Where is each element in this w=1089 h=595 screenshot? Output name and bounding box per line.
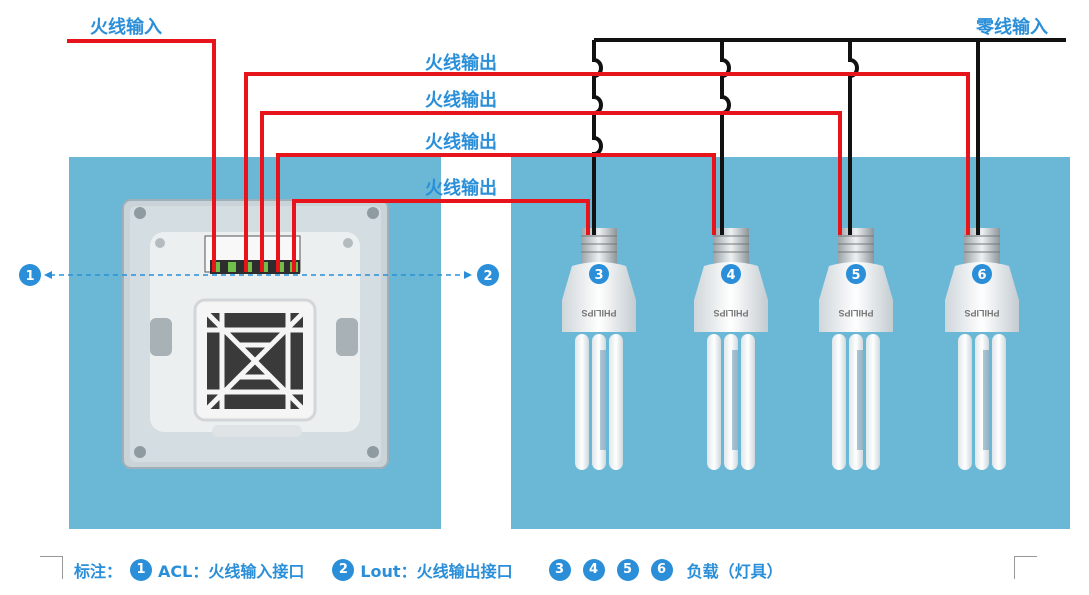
terminal-indicator-arrow [44, 271, 472, 279]
corner-bracket-left [40, 556, 63, 579]
legend-badge-3: 3 [548, 559, 571, 581]
svg-text:5: 5 [851, 268, 860, 283]
svg-text:3: 3 [594, 268, 603, 283]
live-output-label-2: 火线输出 [425, 89, 497, 111]
svg-text:1: 1 [25, 269, 34, 284]
bulb-3 [562, 228, 636, 470]
marker-5: 5 [846, 264, 866, 284]
legend-item-2-text: Lout：火线输出接口 [360, 562, 513, 581]
wiring-diagram: PHILIPS PHILIPS PHILIPS PHILIPS 火线输入 零线输… [19, 16, 1070, 529]
neutral-input-label: 零线输入 [975, 16, 1048, 38]
svg-text:6: 6 [977, 268, 986, 283]
legend-badge-4: 4 [582, 559, 605, 581]
marker-1: 1 [19, 264, 41, 286]
legend: 标注： 1 ACL：火线输入接口 2 Lout：火线输出接口 3 4 5 6 负… [0, 550, 1089, 590]
bulb-brand-6: PHILIPS [964, 308, 999, 318]
svg-text:4: 4 [726, 268, 735, 283]
legend-badge-5: 5 [616, 559, 639, 581]
legend-load-text: 负载（灯具） [686, 562, 783, 581]
legend-badge-1: 1 [130, 559, 153, 581]
marker-6: 6 [972, 264, 992, 284]
bulb-6 [945, 228, 1019, 470]
legend-row: 标注： 1 ACL：火线输入接口 2 Lout：火线输出接口 3 4 5 6 负… [74, 558, 783, 582]
live-input-label: 火线输入 [90, 16, 162, 38]
legend-badge-2: 2 [332, 559, 355, 581]
marker-4: 4 [721, 264, 741, 284]
corner-bracket-right [1014, 556, 1037, 579]
live-output-label-4: 火线输出 [425, 177, 497, 199]
bulb-brand-3: PHILIPS [581, 308, 616, 318]
legend-prefix: 标注： [74, 562, 123, 581]
bulb-brand-5: PHILIPS [838, 308, 873, 318]
live-output-label-1: 火线输出 [425, 52, 497, 74]
marker-3: 3 [589, 264, 609, 284]
bulb-4 [694, 228, 768, 470]
live-output-label-3: 火线输出 [425, 131, 497, 153]
bulb-5 [819, 228, 893, 470]
svg-text:2: 2 [483, 269, 492, 284]
legend-item-1-text: ACL：火线输入接口 [158, 562, 305, 581]
live-wires [67, 39, 970, 272]
switch-module [122, 199, 389, 469]
marker-2: 2 [477, 264, 499, 286]
legend-badge-6: 6 [650, 559, 673, 581]
bulb-brand-4: PHILIPS [713, 308, 748, 318]
